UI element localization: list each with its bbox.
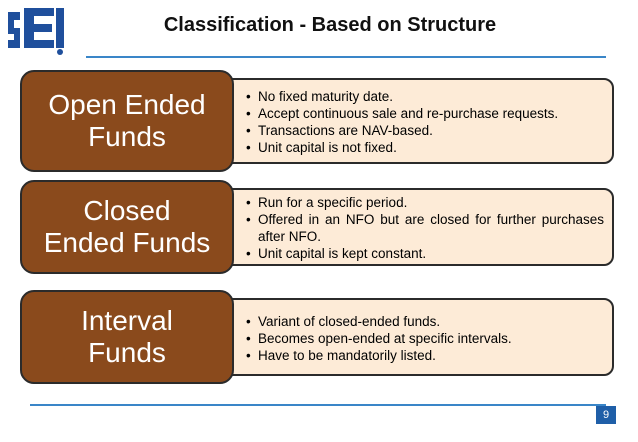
fund-type-label: Interval Funds [20,290,234,384]
description-box: Run for a specific period. Offered in an… [216,188,614,266]
bullet-item: Transactions are NAV-based. [246,122,604,139]
classification-row-open-ended: No fixed maturity date. Accept continuou… [20,70,614,172]
description-box: No fixed maturity date. Accept continuou… [216,78,614,164]
bullet-item: Have to be mandatorily listed. [246,347,604,364]
top-divider [86,56,606,58]
bullet-item: Becomes open-ended at specific intervals… [246,330,604,347]
classification-row-closed-ended: Run for a specific period. Offered in an… [20,180,614,274]
classification-row-interval: Variant of closed-ended funds. Becomes o… [20,290,614,384]
bullet-item: Unit capital is not fixed. [246,139,604,156]
bullet-item: Offered in an NFO but are closed for fur… [246,211,604,245]
bullet-list: No fixed maturity date. Accept continuou… [246,88,604,156]
bottom-divider [30,404,606,406]
fund-type-label: Open Ended Funds [20,70,234,172]
bullet-item: Run for a specific period. [246,194,604,211]
bullet-list: Variant of closed-ended funds. Becomes o… [246,313,604,364]
page-number: 9 [596,406,616,424]
fund-type-label: Closed Ended Funds [20,180,234,274]
bullet-item: Variant of closed-ended funds. [246,313,604,330]
sebi-logo-graphic [8,8,64,55]
slide-title: Classification - Based on Structure [163,14,497,36]
bullet-item: Accept continuous sale and re-purchase r… [246,105,604,122]
bullet-item: No fixed maturity date. [246,88,604,105]
description-box: Variant of closed-ended funds. Becomes o… [216,298,614,376]
bullet-item: Unit capital is kept constant. [246,245,604,262]
bullet-list: Run for a specific period. Offered in an… [246,194,604,262]
sebi-logo [4,4,68,56]
